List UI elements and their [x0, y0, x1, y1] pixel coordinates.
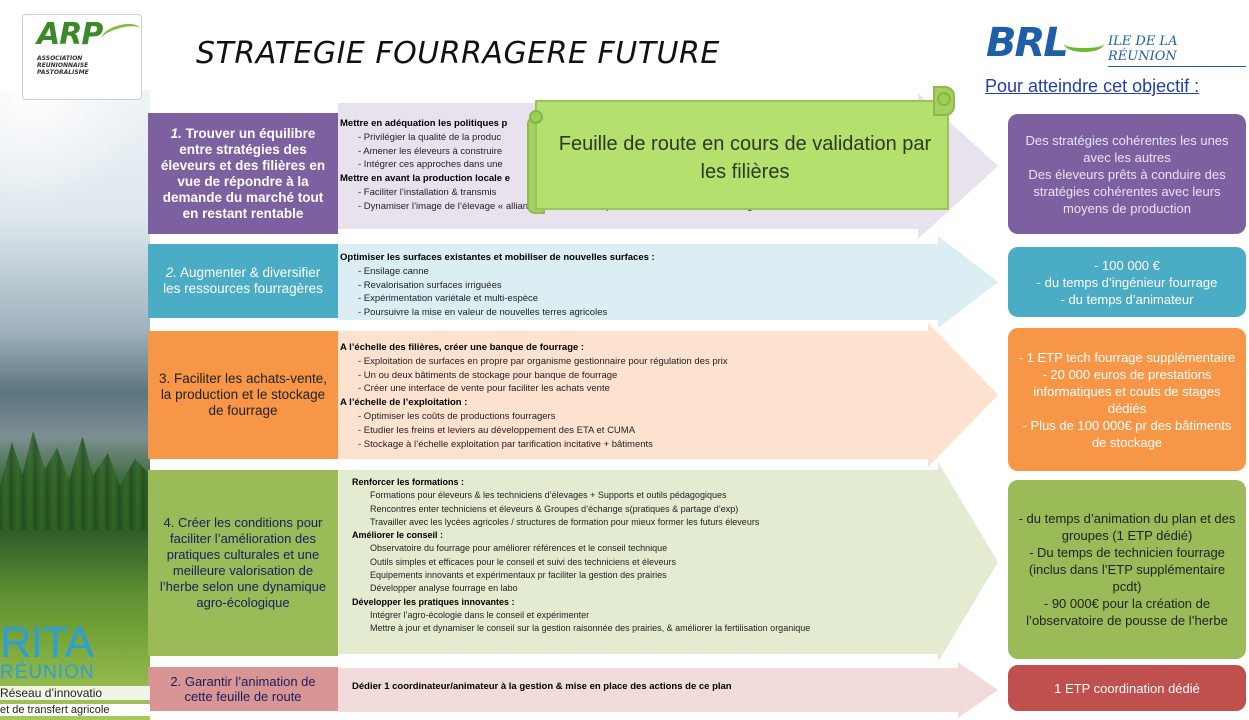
rita-logo: RITA RÉUNION Réseau d’innovatio et de tr… [0, 618, 150, 720]
action-item: - Un ou deux bâtiments de stockage pour … [358, 369, 618, 381]
brl-logo-subtitle: ILE DE LA RÉUNION [1108, 34, 1246, 67]
row-2-resources: - 100 000 € - du temps d’ingénieur fourr… [1008, 247, 1246, 317]
row-3-number: 3. [158, 371, 171, 386]
rita-logo-subtitle: RÉUNION [0, 662, 95, 683]
action-item: - Optimiser les coûts de productions fou… [358, 410, 556, 422]
rita-tagline-2: et de transfert agricole [0, 704, 150, 716]
action-item: Equipements innovants et expérimentaux p… [370, 570, 667, 581]
row-1-resources: Des stratégies cohérentes les unes avec … [1008, 114, 1246, 234]
scroll-knob-left [529, 110, 543, 124]
action-heading: Dédier 1 coordinateur/animateur à la ges… [352, 681, 732, 692]
row-4-arrow [338, 462, 998, 662]
arp-logo-subtitle: ASSOCIATION REUNIONNAISE PASTORALISME [37, 55, 89, 76]
row-3-actions: A l’échelle des filières, créer une banq… [340, 341, 860, 451]
action-item: - Créer une interface de vente pour faci… [358, 383, 610, 395]
rita-logo-text: RITA [0, 618, 94, 667]
action-item: - Etudier les freins et leviers au dével… [358, 424, 636, 436]
action-item: - Faciliter l’installation & transmis [358, 186, 497, 198]
resource-item: - du temps d’animateur [1060, 291, 1194, 307]
row-4-objective: 4. Créer les conditions pour faciliter l… [148, 470, 338, 656]
brl-logo: BRL ILE DE LA RÉUNION [986, 20, 1246, 70]
action-item: - Privilégier la qualité de la produc [358, 131, 502, 143]
row-2-title: Augmenter & diversifier les ressources f… [163, 265, 323, 296]
action-item: Rencontres enter techniciens et éleveurs… [370, 503, 739, 514]
resource-item: - du temps d’animation du plan et des gr… [1018, 511, 1236, 543]
action-heading: Mettre en adéquation les politiques p [340, 118, 508, 129]
scroll-body [535, 100, 949, 210]
row-4-number: 4. [163, 515, 175, 530]
resource-item: Des stratégies cohérentes les unes avec … [1025, 132, 1229, 165]
resource-item: - 90 000€ pour la création de l’observat… [1026, 596, 1228, 628]
forest-silhouette [0, 431, 150, 530]
action-item: Mettre à jour et dynamiser le conseil su… [370, 623, 811, 634]
action-item: Développer analyse fourrage en labo [370, 583, 518, 594]
row-2-actions: Optimiser les surfaces existantes et mob… [340, 251, 840, 320]
arp-logo: ARP ASSOCIATION REUNIONNAISE PASTORALISM… [22, 14, 143, 100]
row-3-arrow [338, 323, 998, 467]
action-item: Observatoire du fourrage pour améliorer … [370, 543, 668, 554]
row-3-title: Faciliter les achats-vente, la productio… [160, 371, 328, 418]
sky-glow [0, 90, 150, 210]
row-5-actions: Dédier 1 coordinateur/animateur à la ges… [340, 680, 900, 694]
swoosh-icon [1064, 36, 1104, 52]
resource-item: - Plus de 100 000€ pr des bâtiments de s… [1022, 417, 1232, 450]
landscape-background [0, 90, 150, 720]
action-item: - Expérimentation variétale et multi-esp… [358, 293, 539, 305]
action-heading: Renforcer les formations : [352, 477, 465, 487]
action-heading: A l’échelle des filières, créer une banq… [340, 342, 585, 353]
action-item: - Stockage à l’échelle exploitation par … [358, 438, 653, 450]
row-4-actions: Renforcer les formations : Formations po… [340, 476, 900, 636]
row-5-arrow [338, 662, 998, 718]
row-1-objective: 1. Trouver un équilibre entre stratégies… [148, 113, 338, 234]
resource-item: Des éleveurs prêts à conduire des straté… [1028, 166, 1226, 216]
action-item: - Exploitation de surfaces en propre par… [358, 355, 728, 367]
resource-item: - 100 000 € [1094, 257, 1160, 273]
row-3-objective: 3. Faciliter les achats-vente, la produc… [148, 331, 338, 459]
scroll-knob-right [937, 92, 951, 106]
action-heading: Mettre en avant la production locale e [340, 173, 510, 185]
row-4-title: Créer les conditions pour faciliter l’am… [159, 515, 327, 610]
slide-title: STRATEGIE FOURRAGERE FUTURE [196, 36, 720, 71]
arp-logo-text: ARP [37, 17, 103, 52]
rita-tagline-1: Réseau d’innovatio [0, 686, 150, 700]
action-item: - Intégrer ces approches dans une [358, 159, 503, 171]
row-5-title: Garantir l’animation de cette feuille de… [184, 674, 316, 704]
row-1-number: 1. [170, 125, 182, 141]
action-item: Travailler avec les lycées agricoles / s… [370, 516, 760, 527]
action-item: - Ensilage canne [358, 265, 429, 277]
row-5-resources: 1 ETP coordination dédié [1008, 665, 1246, 711]
resource-item: - 1 ETP tech fourrage supplémentaire [1018, 349, 1236, 365]
row-5-objective: 2. Garantir l’animation de cette feuille… [148, 667, 338, 711]
row-1-title: Trouver un équilibre entre stratégies de… [160, 125, 326, 221]
action-item: Intégrer l’agro-écologie dans le conseil… [370, 609, 590, 620]
action-heading: Améliorer le conseil : [352, 530, 444, 541]
objective-heading[interactable]: Pour atteindre cet objectif : [985, 76, 1200, 96]
leaf-icon [99, 20, 143, 48]
resource-item: 1 ETP coordination dédié [1054, 680, 1200, 696]
row-3-resources: - 1 ETP tech fourrage supplémentaire - 2… [1008, 328, 1246, 471]
action-heading: A l’échelle de l’exploitation : [340, 397, 468, 409]
resource-item: - Du temps de technicien fourrage (inclu… [1028, 545, 1226, 594]
resource-item: - du temps d’ingénieur fourrage [1036, 274, 1218, 290]
row-5-number: 2. [170, 674, 182, 689]
row-2-arrow [338, 236, 998, 328]
action-heading: Développer les pratiques innovantes : [352, 596, 515, 607]
action-item: - Poursuivre la mise en valeur de nouvel… [358, 307, 608, 319]
action-item: Formations pour éleveurs & les technicie… [370, 490, 727, 501]
row-2-objective: 2. Augmenter & diversifier les ressource… [148, 244, 338, 318]
action-heading: Optimiser les surfaces existantes et mob… [340, 252, 655, 263]
validation-banner: Feuille de route en cours de validation … [527, 86, 957, 226]
brl-logo-text: BRL [986, 20, 1069, 66]
resource-item: - 20 000 euros de prestations informatiq… [1033, 366, 1221, 416]
row-4-resources: - du temps d’animation du plan et des gr… [1008, 480, 1246, 659]
banner-text: Feuille de route en cours de validation … [558, 133, 932, 183]
action-item: Outils simples et efficaces pour le cons… [370, 556, 676, 567]
action-item: - Revalorisation surfaces irriguées [358, 279, 502, 291]
action-item: - Amener les éleveurs à construire [358, 145, 503, 157]
row-2-number: 2. [165, 265, 177, 280]
